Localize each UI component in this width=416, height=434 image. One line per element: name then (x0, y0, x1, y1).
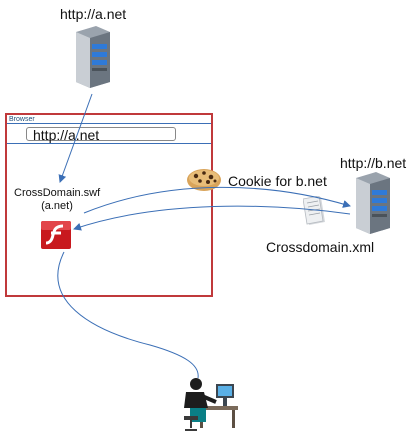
cookie-icon (187, 169, 221, 191)
arrow-swf-to-user (57, 251, 199, 379)
policy-file-label: Crossdomain.xml (266, 239, 375, 255)
browser-title: Browser (9, 116, 35, 123)
swf-origin: (a.net) (41, 200, 73, 212)
server-a-label: http://a.net (60, 6, 127, 22)
browser-toolbar-line (7, 143, 211, 144)
user-at-computer-icon (184, 378, 238, 431)
browser-toolbar-line (7, 123, 211, 124)
server-icon (76, 26, 110, 88)
cookie-label: Cookie for b.net (228, 173, 327, 189)
flash-player-icon (41, 221, 71, 249)
address-bar[interactable]: http://a.net (26, 127, 176, 142)
arrow-swf-to-server-b (83, 186, 351, 214)
server-icon (356, 172, 390, 234)
arrow-server-a-to-swf (58, 93, 93, 183)
server-b-label: http://b.net (340, 155, 407, 171)
browser-window (5, 113, 213, 297)
arrow-server-b-to-swf (73, 205, 351, 231)
swf-name: CrossDomain.swf (14, 187, 101, 199)
